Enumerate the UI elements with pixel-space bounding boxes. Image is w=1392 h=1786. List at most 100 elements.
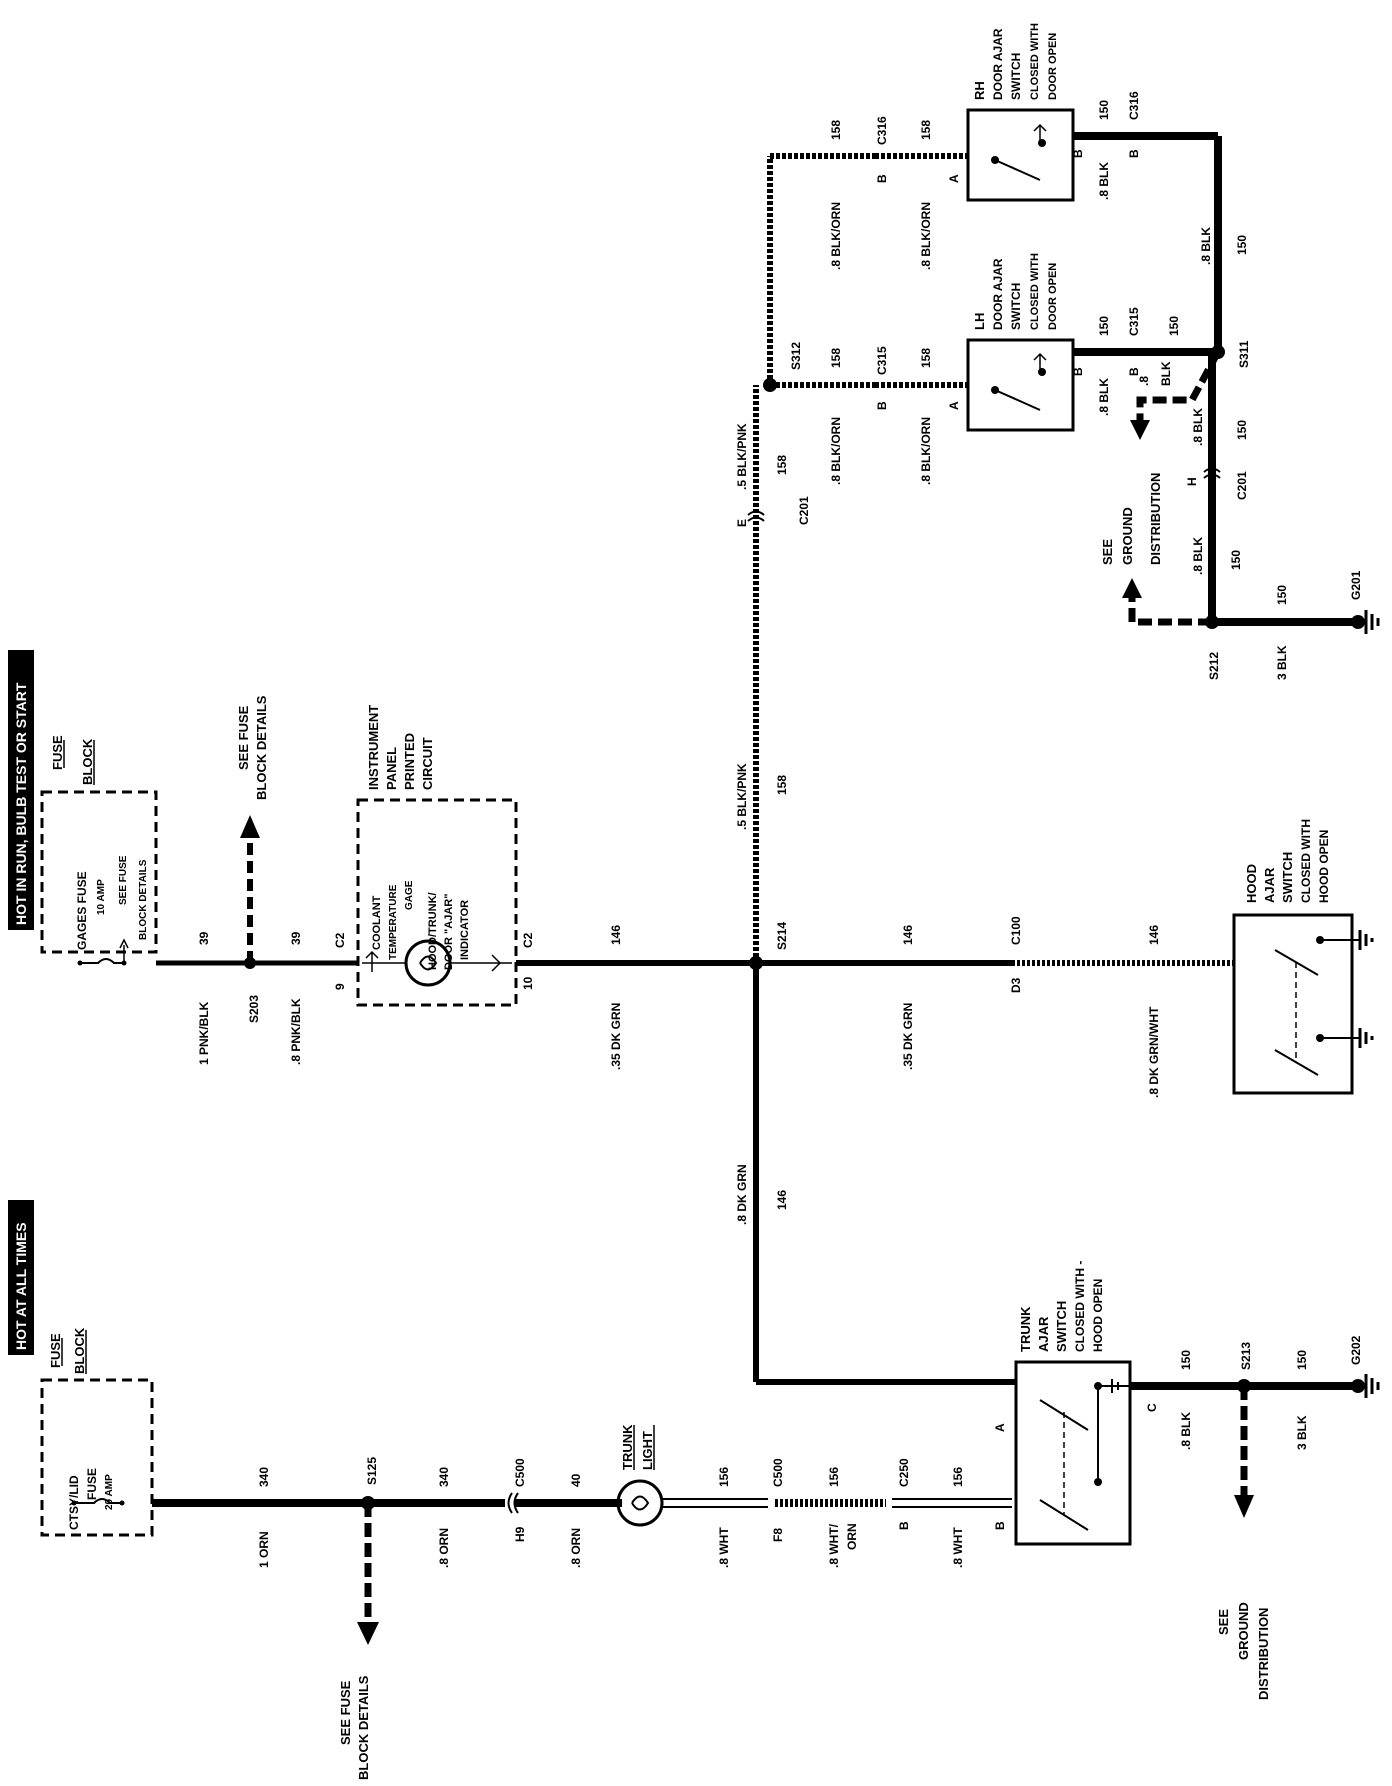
svg-text:C100: C100 — [1009, 916, 1023, 945]
svg-text:150: 150 — [1235, 235, 1249, 255]
wire-156-a — [662, 1498, 768, 1508]
svg-text:RH: RH — [972, 81, 987, 100]
hood-ajar-switch[interactable]: HOOD AJAR SWITCH CLOSED WITH HOOD OPEN — [1232, 819, 1374, 1095]
svg-text:3 BLK: 3 BLK — [1275, 645, 1289, 680]
svg-text:B: B — [1127, 367, 1141, 376]
ground-g202-icon — [1351, 1374, 1380, 1398]
svg-text:LIGHT: LIGHT — [640, 1431, 655, 1470]
svg-text:C316: C316 — [1127, 91, 1141, 120]
svg-text:150: 150 — [1295, 1350, 1309, 1370]
svg-text:150: 150 — [1235, 420, 1249, 440]
svg-text:S212: S212 — [1207, 652, 1221, 680]
svg-text:A: A — [947, 174, 961, 183]
svg-text:GAGES FUSE: GAGES FUSE — [75, 871, 89, 950]
svg-text:.8 BLK: .8 BLK — [1199, 227, 1213, 265]
svg-text:C315: C315 — [1127, 307, 1141, 336]
svg-text:150: 150 — [1097, 100, 1111, 120]
arrow-down-fuse-details — [357, 1622, 379, 1645]
bulb-icon — [616, 1479, 664, 1527]
svg-text:150: 150 — [1275, 585, 1289, 605]
banner-hot-in-run: HOT IN RUN, BULB TEST OR START — [8, 650, 34, 930]
svg-text:S311: S311 — [1237, 340, 1251, 368]
svg-text:S203: S203 — [247, 995, 261, 1023]
svg-text:.8 WHT: .8 WHT — [717, 1527, 731, 1568]
svg-text:DISTRIBUTION: DISTRIBUTION — [1148, 473, 1163, 565]
svg-text:S213: S213 — [1239, 1342, 1253, 1370]
svg-text:146: 146 — [609, 925, 623, 945]
svg-text:SEE: SEE — [1100, 539, 1115, 565]
arrow-up-fuse-details — [240, 815, 260, 838]
ground-arrow-top — [1130, 420, 1150, 440]
lh-door-ajar-switch[interactable]: LH DOOR AJAR SWITCH CLOSED WITH DOOR OPE… — [966, 253, 1075, 432]
svg-text:BLOCK DETAILS: BLOCK DETAILS — [356, 1675, 371, 1780]
svg-text:.5 BLK/PNK: .5 BLK/PNK — [735, 763, 749, 830]
svg-text:DOOR AJAR: DOOR AJAR — [991, 28, 1005, 100]
svg-text:H: H — [1185, 477, 1199, 486]
svg-text:.35 DK GRN: .35 DK GRN — [609, 1003, 623, 1070]
svg-text:FUSE: FUSE — [85, 1468, 99, 1500]
rh-door-ajar-switch[interactable]: RH DOOR AJAR SWITCH CLOSED WITH DOOR OPE… — [966, 23, 1075, 202]
ground-arrow-s212 — [1122, 578, 1142, 598]
svg-text:CLOSED WITH: CLOSED WITH — [1029, 23, 1041, 100]
ground-g201-icon — [1351, 610, 1380, 634]
svg-text:.8 ORN: .8 ORN — [569, 1528, 583, 1568]
svg-text:.5 BLK/PNK: .5 BLK/PNK — [735, 423, 749, 490]
svg-text:C316: C316 — [875, 116, 889, 145]
svg-text:HOOD OPEN: HOOD OPEN — [1317, 830, 1331, 903]
svg-text:CLOSED WITH -: CLOSED WITH - — [1073, 1261, 1087, 1352]
svg-text:156: 156 — [827, 1467, 841, 1487]
svg-text:.8 BLK: .8 BLK — [1191, 408, 1205, 446]
svg-text:146: 146 — [901, 925, 915, 945]
svg-text:BLOCK: BLOCK — [80, 738, 95, 785]
svg-text:C2: C2 — [333, 932, 347, 948]
svg-text:C: C — [1145, 1403, 1159, 1412]
trunk-ajar-switch[interactable]: TRUNK AJAR SWITCH CLOSED WITH - HOOD OPE… — [1014, 1261, 1132, 1546]
svg-text:D3: D3 — [1009, 977, 1023, 993]
svg-text:.8 ORN: .8 ORN — [437, 1528, 451, 1568]
svg-text:GROUND: GROUND — [1236, 1602, 1251, 1660]
svg-text:S312: S312 — [789, 342, 803, 370]
svg-text:AJAR: AJAR — [1036, 1316, 1051, 1352]
svg-text:HOOD: HOOD — [1244, 864, 1259, 903]
svg-text:.8 WHT: .8 WHT — [951, 1527, 965, 1568]
svg-text:SEE FUSE: SEE FUSE — [236, 705, 251, 770]
wire-ground-dashed-s212 — [1128, 595, 1212, 626]
svg-text:HOOD OPEN: HOOD OPEN — [1091, 1279, 1105, 1352]
svg-text:B: B — [993, 1521, 1007, 1530]
svg-text:156: 156 — [717, 1467, 731, 1487]
svg-text:CLOSED WITH: CLOSED WITH — [1299, 819, 1313, 903]
svg-text:BLOCK: BLOCK — [72, 1327, 87, 1374]
svg-text:20 AMP: 20 AMP — [104, 1474, 115, 1510]
svg-text:G202: G202 — [1349, 1335, 1363, 1365]
svg-text:.8: .8 — [1137, 376, 1151, 386]
svg-text:SWITCH: SWITCH — [1280, 852, 1295, 903]
svg-text:.8 PNK/BLK: .8 PNK/BLK — [289, 998, 303, 1065]
svg-text:TRUNK: TRUNK — [620, 1424, 635, 1470]
svg-text:ORN: ORN — [845, 1523, 859, 1550]
svg-text:146: 146 — [1147, 925, 1161, 945]
svg-text:C201: C201 — [797, 496, 811, 525]
wire-156-c — [892, 1498, 1012, 1508]
svg-text:158: 158 — [829, 348, 843, 368]
svg-text:.8 DK GRN/WHT: .8 DK GRN/WHT — [1147, 1006, 1161, 1098]
svg-text:AJAR: AJAR — [1262, 867, 1277, 903]
svg-text:SWITCH: SWITCH — [1054, 1301, 1069, 1352]
svg-text:B: B — [1127, 149, 1141, 158]
svg-text:C201: C201 — [1235, 471, 1249, 500]
wire-150-ground-branch — [1136, 350, 1222, 420]
svg-text:BLOCK DETAILS: BLOCK DETAILS — [138, 859, 149, 940]
svg-text:C250: C250 — [897, 1458, 911, 1487]
svg-text:HOOD/TRUNK/: HOOD/TRUNK/ — [427, 892, 439, 970]
svg-text:.8 BLK/ORN: .8 BLK/ORN — [829, 202, 843, 270]
svg-text:FUSE: FUSE — [50, 735, 65, 770]
svg-text:INSTRUMENT: INSTRUMENT — [366, 705, 381, 790]
svg-text:E: E — [735, 519, 749, 527]
svg-text:GAGE: GAGE — [404, 880, 415, 910]
svg-text:SEE FUSE: SEE FUSE — [118, 855, 129, 905]
svg-text:SWITCH: SWITCH — [1009, 283, 1023, 330]
svg-text:S125: S125 — [365, 1457, 379, 1485]
svg-text:TEMPERATURE: TEMPERATURE — [388, 884, 399, 960]
svg-text:.8 BLK: .8 BLK — [1179, 1412, 1193, 1450]
svg-text:158: 158 — [775, 775, 789, 795]
svg-text:LH: LH — [972, 313, 987, 330]
